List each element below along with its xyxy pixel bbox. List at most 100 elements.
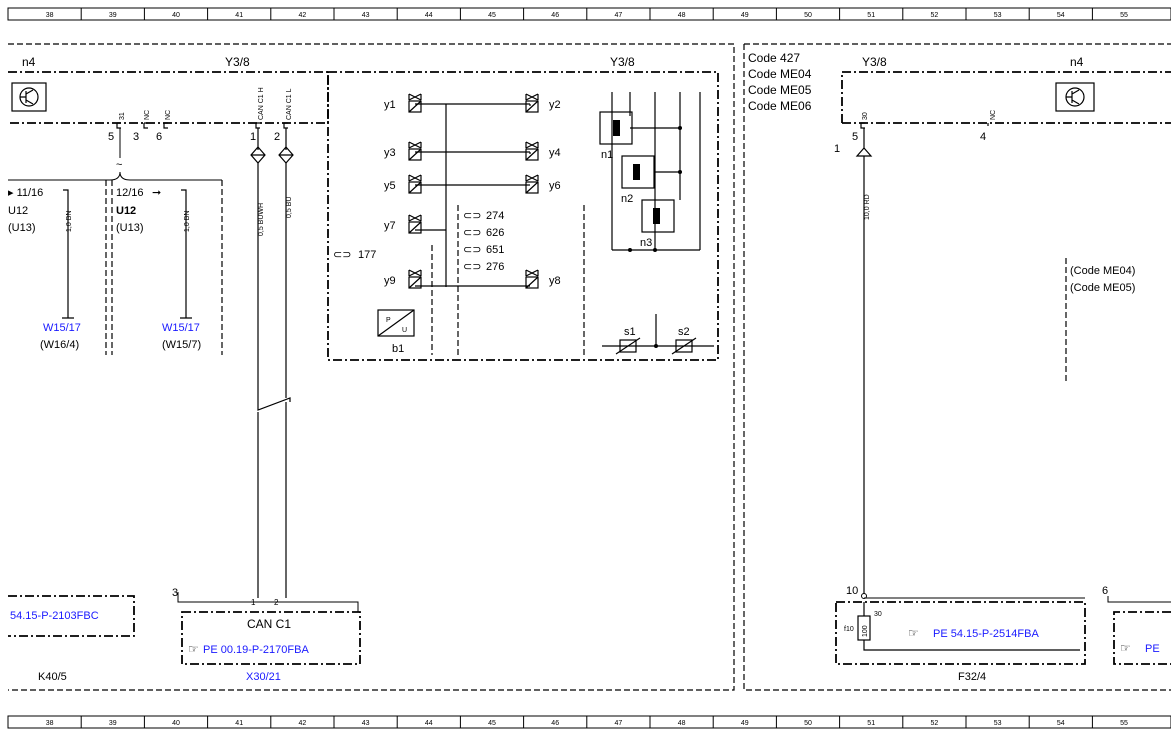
grid-column-label: 42 bbox=[299, 12, 307, 19]
valve-y7-label: y7 bbox=[384, 220, 396, 232]
can-wires: 0,5 BUWH 0,5 BU bbox=[250, 128, 294, 598]
pump-n3: n3 bbox=[640, 237, 652, 249]
valve-y3-label: y3 bbox=[384, 147, 396, 159]
link-x30-21[interactable]: X30/21 bbox=[246, 671, 281, 683]
fuse-pin-30: 30 bbox=[874, 611, 882, 618]
code-me04: Code ME04 bbox=[748, 67, 812, 81]
link-54-15-p-2103fbc[interactable]: 54.15-P-2103FBC bbox=[10, 610, 99, 622]
grid-column-label: 53 bbox=[994, 12, 1002, 19]
valve-bus bbox=[415, 103, 531, 287]
left-frame bbox=[8, 43, 735, 691]
grid-column-label: 50 bbox=[804, 720, 812, 727]
valve-y7: y7 bbox=[384, 214, 422, 234]
svg-text:10,0 RD: 10,0 RD bbox=[864, 194, 871, 220]
ref-b-arrow: 12/16 bbox=[116, 187, 144, 199]
pump-n1: n1 bbox=[601, 149, 613, 161]
module-box-right bbox=[841, 71, 1171, 124]
code-427: Code 427 bbox=[748, 51, 800, 65]
partial-box-right bbox=[1113, 611, 1171, 665]
code-list: ⊂⊃ 274 ⊂⊃ 626 ⊂⊃ 651 ⊂⊃ 276 bbox=[463, 210, 504, 273]
pin-one: 1 bbox=[834, 143, 840, 155]
valve-y2: y2 bbox=[525, 93, 561, 113]
conn-pin-1: 1 bbox=[251, 598, 256, 607]
ref-a-arrow: ▸ 11/16 bbox=[8, 187, 43, 199]
ref-b-u: U12 bbox=[116, 205, 136, 217]
grid-column-label: 38 bbox=[46, 12, 54, 19]
grid-column-label: 43 bbox=[362, 12, 370, 19]
code-side-me05: (Code ME05) bbox=[1070, 282, 1135, 294]
grid-column-label: 52 bbox=[931, 12, 939, 19]
module-n4-left: n4 bbox=[22, 55, 36, 69]
valve-y8: y8 bbox=[525, 269, 561, 289]
conn-number-3: 3 bbox=[172, 587, 178, 599]
svg-text:P: P bbox=[386, 317, 391, 324]
hand-pointer-icon: ☞ bbox=[188, 642, 199, 656]
transistor-icon-right bbox=[1055, 82, 1095, 112]
conn-six-line bbox=[1107, 596, 1171, 603]
ground-wire-a: 1,0 BN bbox=[62, 189, 74, 319]
pin-number-2: 2 bbox=[274, 131, 280, 143]
grid-column-label: 44 bbox=[425, 12, 433, 19]
can-c1-label: CAN C1 bbox=[247, 617, 291, 631]
valve-y5-label: y5 bbox=[384, 180, 396, 192]
grid-column-label: 40 bbox=[172, 720, 180, 727]
svg-text:0,5 BUWH: 0,5 BUWH bbox=[258, 203, 265, 236]
switch-s2: s2 bbox=[678, 326, 690, 338]
grid-column-label: 49 bbox=[741, 720, 749, 727]
code-symbol-icon: ⊂⊃ bbox=[463, 227, 481, 239]
link-pe-partial[interactable]: PE bbox=[1145, 643, 1160, 655]
grid-column-label: 43 bbox=[362, 720, 370, 727]
valve-y4-label: y4 bbox=[549, 147, 561, 159]
ground-wire-b: 1,0 BN bbox=[180, 189, 192, 319]
grid-column-label: 54 bbox=[1057, 12, 1065, 19]
pin-number-6: 6 bbox=[156, 131, 162, 143]
pin-number-1: 1 bbox=[250, 131, 256, 143]
ground-a-sub: (W16/4) bbox=[40, 339, 79, 351]
ref-box-left bbox=[8, 595, 135, 637]
pin-symbols-left bbox=[116, 122, 288, 129]
grid-column-label: 41 bbox=[235, 720, 243, 727]
code-me05: Code ME05 bbox=[748, 83, 812, 97]
code-177: 177 bbox=[358, 249, 376, 261]
pump-group bbox=[599, 92, 701, 252]
svg-text:626: 626 bbox=[486, 227, 504, 239]
module-y38-label: Y3/8 bbox=[225, 55, 250, 69]
pin-label-can-h: CAN C1 H bbox=[258, 87, 265, 120]
svg-text:1,0 BN: 1,0 BN bbox=[184, 211, 191, 232]
link-pe-00-19[interactable]: PE 00.19-P-2170FBA bbox=[203, 644, 309, 656]
f32-4-label: F32/4 bbox=[958, 671, 986, 683]
valve-y9: y9 bbox=[384, 269, 422, 289]
module-y38-label-right: Y3/8 bbox=[610, 55, 635, 69]
fuse-f10: 100 bbox=[857, 602, 1080, 651]
grid-column-label: 39 bbox=[109, 12, 117, 19]
power-wire-red: 10,0 RD bbox=[855, 128, 873, 594]
valve-y5: y5 bbox=[384, 174, 422, 194]
right-frame bbox=[743, 43, 1171, 691]
shield-bracket bbox=[8, 171, 222, 181]
sensor-b1-label: b1 bbox=[392, 343, 404, 355]
pin-number-4-right: 4 bbox=[980, 131, 986, 143]
link-w15-17-b[interactable]: W15/17 bbox=[162, 322, 200, 334]
svg-text:U: U bbox=[402, 327, 407, 334]
grid-column-label: 47 bbox=[615, 720, 623, 727]
grid-column-label: 42 bbox=[299, 720, 307, 727]
grid-column-label: 46 bbox=[551, 720, 559, 727]
grid-column-label: 50 bbox=[804, 12, 812, 19]
code-symbol-icon: ⊂⊃ bbox=[463, 261, 481, 273]
x30-21-box bbox=[181, 611, 361, 665]
conn-pin-2: 2 bbox=[274, 598, 279, 607]
conn-number-6: 6 bbox=[1102, 585, 1108, 597]
pin-number-5: 5 bbox=[108, 131, 114, 143]
valve-y9-label: y9 bbox=[384, 275, 396, 287]
grid-column-label: 54 bbox=[1057, 720, 1065, 727]
grid-column-label: 55 bbox=[1120, 12, 1128, 19]
link-w15-17-a[interactable]: W15/17 bbox=[43, 322, 81, 334]
link-pe-54-15-p-2514fba[interactable]: PE 54.15-P-2514FBA bbox=[933, 628, 1039, 640]
module-y38-right: Y3/8 bbox=[862, 55, 887, 69]
pin-label-can-l: CAN C1 L bbox=[286, 88, 293, 120]
valve-y2-label: y2 bbox=[549, 99, 561, 111]
